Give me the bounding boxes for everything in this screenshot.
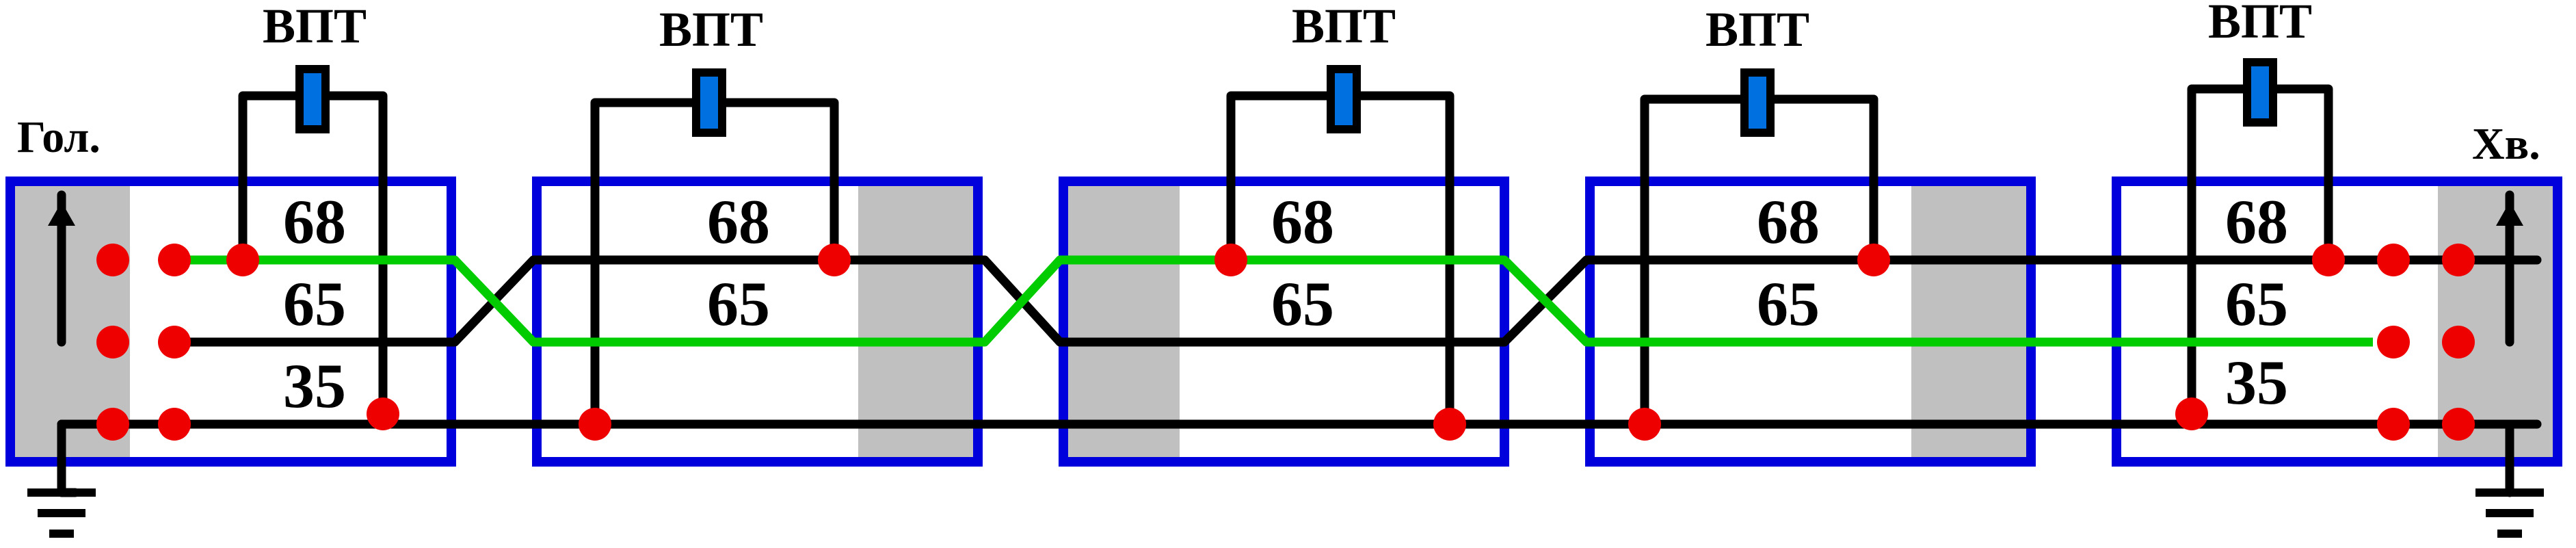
ground-icon: [2475, 488, 2544, 538]
head-label: Гол.: [17, 112, 101, 162]
section-box-4: [1585, 177, 2036, 467]
vpt-label-1: ВПТ: [263, 0, 367, 53]
terminal-dot: [226, 244, 259, 276]
terminal-dot: [2377, 408, 2410, 441]
num-68: 68: [2225, 187, 2288, 257]
terminal-dot: [96, 244, 129, 276]
num-65: 65: [707, 269, 770, 339]
terminal-dot: [1433, 408, 1466, 441]
terminal-dot: [158, 408, 191, 441]
vpt-label-5: ВПТ: [2208, 0, 2312, 49]
section-box-5: [2112, 177, 2562, 467]
terminal-dot: [2312, 244, 2345, 276]
terminal-dot: [2377, 326, 2410, 358]
resistor-icon: [295, 65, 330, 133]
arrow-up-icon: [2496, 202, 2523, 226]
terminal-dot: [2175, 397, 2208, 430]
terminal-dot: [1214, 244, 1247, 276]
resistor-icon: [2243, 58, 2277, 127]
terminal-dot: [158, 244, 191, 276]
terminal-dot: [2442, 326, 2475, 358]
shade-4: [1911, 185, 2028, 458]
vpt-label-2: ВПТ: [659, 2, 763, 57]
terminal-dot: [158, 326, 191, 358]
num-65: 65: [1757, 269, 1820, 339]
num-68: 68: [707, 187, 770, 257]
num-68: 68: [283, 187, 346, 257]
terminal-dot: [96, 326, 129, 358]
section-box-2: [532, 177, 983, 467]
ground-icon: [27, 488, 96, 538]
tail-label: Хв.: [2472, 119, 2540, 169]
wire-65: [181, 255, 2373, 347]
vpt-label-4: ВПТ: [1705, 2, 1809, 57]
vpt-label-3: ВПТ: [1292, 0, 1396, 53]
terminal-dot: [2442, 244, 2475, 276]
num-35: 35: [283, 351, 346, 421]
num-68: 68: [1271, 187, 1334, 257]
terminal-dot: [1857, 244, 1890, 276]
shade-3: [1063, 185, 1180, 458]
arrow-up-icon: [48, 202, 75, 226]
terminal-dot: [818, 244, 851, 276]
terminal-dot: [367, 397, 399, 430]
resistor-icon: [1740, 68, 1775, 137]
num-35: 35: [2225, 348, 2288, 417]
section-boxes: [5, 177, 2562, 467]
resistor-icon: [692, 68, 726, 137]
terminal-dot: [96, 408, 129, 441]
resistor-icon: [1327, 65, 1361, 133]
terminal-dots: [96, 244, 2475, 441]
section-box-1: [5, 177, 456, 467]
num-65: 65: [283, 269, 346, 339]
terminal-dot: [2442, 408, 2475, 441]
wire-68: [170, 255, 2542, 347]
terminal-dot: [1628, 408, 1661, 441]
terminal-dot: [579, 408, 611, 441]
num-68: 68: [1757, 187, 1820, 257]
num-65: 65: [1271, 269, 1334, 339]
terminal-dot: [2377, 244, 2410, 276]
shade-2: [858, 185, 974, 458]
section-box-3: [1059, 177, 1509, 467]
num-65: 65: [2225, 269, 2288, 339]
